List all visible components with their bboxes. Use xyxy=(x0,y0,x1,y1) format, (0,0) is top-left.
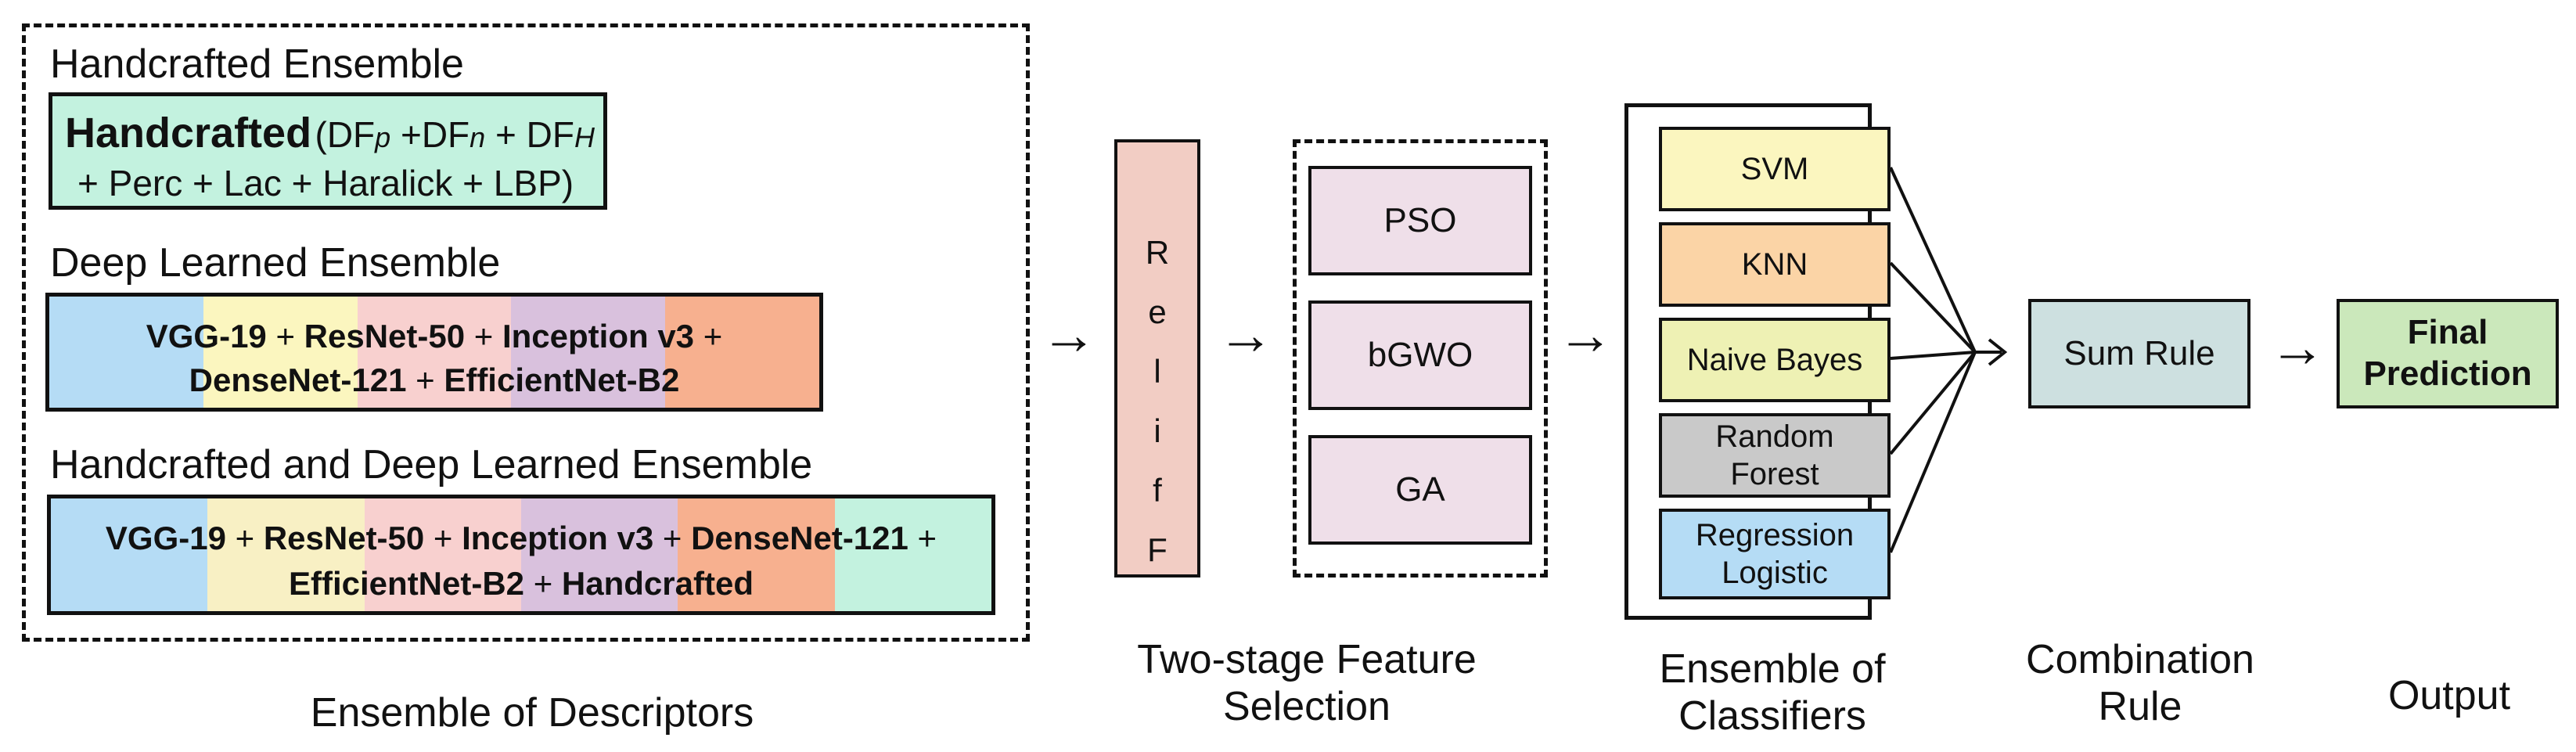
deep-strip-plus-sign: + xyxy=(694,318,723,354)
deep-strip-model-name: VGG-19 xyxy=(146,318,267,354)
combined-strip-plus-sign: + xyxy=(653,520,692,556)
combined-strip-line-2: EfficientNet-B2 + Handcrafted xyxy=(51,567,991,600)
deep-strip-band xyxy=(203,297,358,408)
combined-strip-band xyxy=(51,498,208,611)
handcrafted-df-formula: (DFp +DFn + DFH xyxy=(315,114,595,155)
combined-strip-bands xyxy=(51,498,991,611)
feature-selection-group xyxy=(1293,139,1548,577)
combined-strip-plus-sign: + xyxy=(424,520,462,556)
feature-selection-caption-line-2: Selection xyxy=(1223,683,1391,729)
arrow-to-classifiers-icon: → xyxy=(1557,304,1614,366)
arrow-to-relieff-icon: → xyxy=(1041,304,1097,366)
relieff-letter: R xyxy=(1145,234,1170,271)
combination-caption-line-1: Combination xyxy=(2026,637,2254,682)
handcrafted-line-1: Handcrafted (DFp +DFn + DFH xyxy=(65,112,595,154)
combined-strip-model-name: Handcrafted xyxy=(561,565,754,602)
combined-strip-plus-sign: + xyxy=(908,520,937,556)
combination-caption-line-2: Rule xyxy=(2098,683,2182,729)
deep-strip-model-name: DenseNet-121 xyxy=(189,362,407,398)
deep-strip-line-1: VGG-19 + ResNet-50 + Inception v3 + xyxy=(49,320,819,353)
deep-ensemble-title: Deep Learned Ensemble xyxy=(50,240,501,286)
output-caption: Output xyxy=(2387,673,2511,718)
combined-strip-line-1: VGG-19 + ResNet-50 + Inception v3 + Dens… xyxy=(51,522,991,555)
classifier-knn: KNN xyxy=(1659,222,1891,307)
deep-descriptor-strip: VGG-19 + ResNet-50 + Inception v3 + Dens… xyxy=(45,293,823,412)
combined-strip-band xyxy=(520,498,678,611)
deep-strip-plus-sign: + xyxy=(465,318,502,354)
feature-selection-caption: Two-stage Feature Selection xyxy=(1080,637,1534,731)
classifiers-caption-line-1: Ensemble of xyxy=(1659,646,1886,692)
deep-strip-model-name: EfficientNet-B2 xyxy=(444,362,680,398)
handcrafted-descriptor-box: Handcrafted (DFp +DFn + DFH + Perc + Lac… xyxy=(49,92,607,210)
classifier-random-forest: Random Forest xyxy=(1659,413,1891,498)
arrow-to-feature-selection-icon: → xyxy=(1218,304,1274,366)
handcrafted-ensemble-title: Handcrafted Ensemble xyxy=(50,41,464,87)
arrow-to-output-icon: → xyxy=(2269,316,2326,379)
sum-rule-box: Sum Rule xyxy=(2028,299,2250,408)
classifiers-caption-line-2: Classifiers xyxy=(1678,693,1866,739)
connector-random-forest xyxy=(1889,351,1977,455)
handcrafted-line-2: + Perc + Lac + Haralick + LBP) xyxy=(77,163,574,203)
relieff-letter: i xyxy=(1153,412,1161,449)
combination-caption: Combination Rule xyxy=(1988,637,2293,731)
relieff-letter: l xyxy=(1153,353,1161,390)
deep-strip-model-name: Inception v3 xyxy=(502,318,695,354)
handcrafted-label: Handcrafted xyxy=(65,110,312,157)
combined-strip-band xyxy=(364,498,521,611)
relieff-letter: e xyxy=(1148,293,1167,330)
feature-selection-caption-line-1: Two-stage Feature xyxy=(1137,637,1477,682)
combined-strip-plus-sign: + xyxy=(524,565,562,602)
relieff-letter: f xyxy=(1153,472,1162,509)
classifier-naive-bayes: Naive Bayes xyxy=(1659,318,1891,402)
fs-method-pso: PSO xyxy=(1308,166,1532,275)
connector-regression-logistic xyxy=(1889,351,1977,553)
classifier-regression-logistic: Regression Logistic xyxy=(1659,509,1891,599)
connector-arrow-head xyxy=(1988,338,2008,366)
classifiers-caption: Ensemble of Classifiers xyxy=(1588,646,1956,740)
connector-naive-bayes xyxy=(1890,351,1976,360)
descriptor-ensemble-group xyxy=(22,23,1030,642)
combined-strip-band xyxy=(207,498,365,611)
deep-strip-line-2: DenseNet-121 + EfficientNet-B2 xyxy=(49,364,819,397)
combined-strip-model-name: Inception v3 xyxy=(462,520,654,556)
classifier-connectors xyxy=(1889,167,2008,553)
classifier-svm: SVM xyxy=(1659,127,1891,211)
relieff-letter: F xyxy=(1147,531,1167,568)
deep-strip-band xyxy=(665,297,819,408)
deep-strip-band xyxy=(357,297,512,408)
combined-strip-model-name: DenseNet-121 xyxy=(691,520,908,556)
final-prediction-box: Final Prediction xyxy=(2337,299,2559,408)
combined-strip-plus-sign: + xyxy=(225,520,264,556)
combined-strip-model-name: EfficientNet-B2 xyxy=(289,565,525,602)
combined-ensemble-title: Handcrafted and Deep Learned Ensemble xyxy=(50,442,813,488)
fs-method-bgwo: bGWO xyxy=(1308,300,1532,410)
connector-knn xyxy=(1889,261,1977,354)
combined-descriptor-strip: VGG-19 + ResNet-50 + Inception v3 + Dens… xyxy=(47,495,995,615)
deep-strip-plus-sign: + xyxy=(406,362,444,398)
deep-strip-bands xyxy=(49,297,819,408)
deep-strip-model-name: ResNet-50 xyxy=(304,318,466,354)
combined-strip-band xyxy=(834,498,991,611)
connector-svm xyxy=(1889,167,1977,353)
combined-strip-model-name: ResNet-50 xyxy=(263,520,425,556)
fs-method-ga: GA xyxy=(1308,435,1532,545)
deep-strip-band xyxy=(49,297,203,408)
combined-strip-band xyxy=(678,498,835,611)
deep-strip-band xyxy=(511,297,666,408)
combined-strip-model-name: VGG-19 xyxy=(105,520,226,556)
descriptors-caption: Ensemble of Descriptors xyxy=(310,690,754,736)
deep-strip-plus-sign: + xyxy=(266,318,304,354)
